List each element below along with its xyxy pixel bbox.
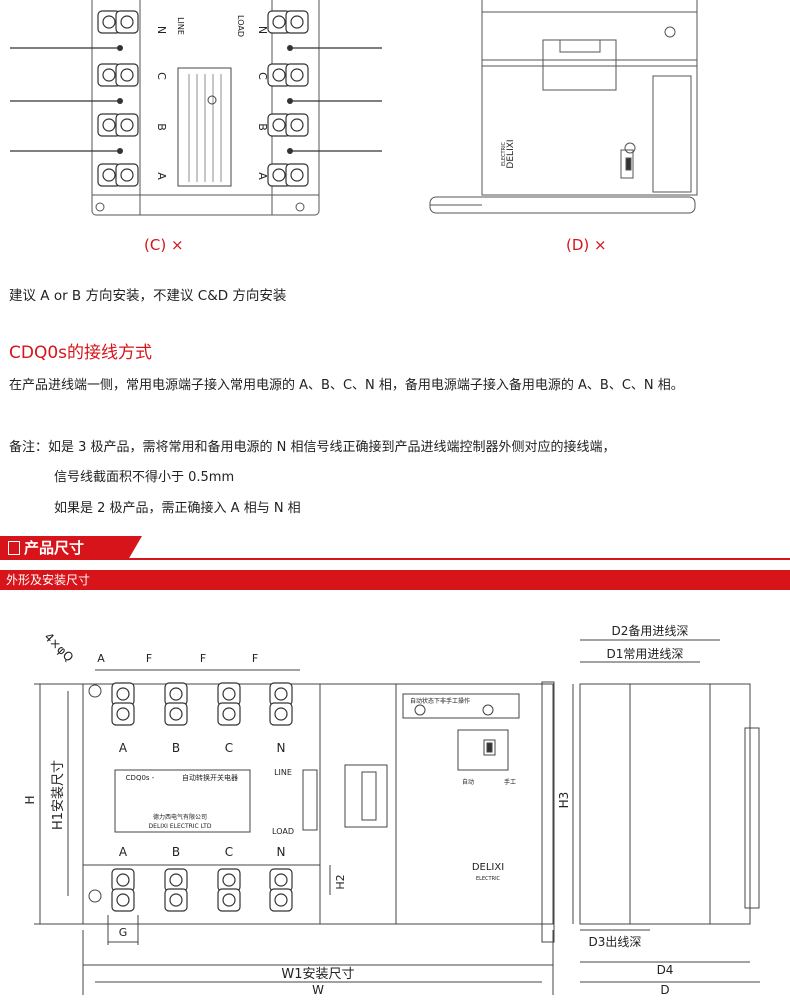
front-phase-n-bottom: N: [277, 845, 286, 859]
c-right-terminal-b-2-bolt: [290, 118, 304, 132]
front-manual: 手工: [504, 778, 516, 786]
drawing-c-label: [177, 67, 232, 187]
wiring-title: CDQ0s的接线方式: [9, 343, 153, 363]
c-right-terminal-b-0-bolt: [290, 15, 304, 29]
c-left-terminal-b-2-bolt: [120, 118, 134, 132]
c-phase-a-right: A: [256, 172, 269, 180]
front-line: LINE: [274, 768, 292, 777]
c-phase-a-left: A: [155, 172, 168, 180]
caption-c: (C) ×: [144, 236, 184, 254]
front-maker-en: DELIXI ELECTRIC LTD: [149, 823, 212, 830]
front-label-title: 自动转换开关电器: [182, 773, 238, 782]
dim-d: D: [660, 983, 669, 997]
install-advice: 建议 A or B 方向安装，不建议 C&D 方向安装: [9, 288, 287, 304]
front-maker: 德力西电气有限公司: [153, 813, 207, 821]
front-model: CDQ0s -: [126, 774, 155, 782]
section-tab: 产品尺寸: [0, 536, 142, 560]
dim-w: W: [312, 983, 324, 997]
c-left-terminal-3-bolt: [102, 168, 116, 182]
d-brand: DELIXI: [506, 139, 516, 168]
front-bottom-terminal-b-2-bolt: [222, 893, 236, 907]
front-phase-b-bottom: B: [172, 845, 180, 859]
dim-a: A: [97, 652, 105, 665]
c-left-terminal-b-1-bolt: [120, 68, 134, 82]
c-right-terminal-b-3-bolt: [290, 168, 304, 182]
dim-h: H: [23, 795, 37, 804]
front-phase-b-top: B: [172, 741, 180, 755]
c-right-terminal-2-bolt: [272, 118, 286, 132]
dim-d4: D4: [657, 963, 674, 977]
front-brand: DELIXI: [472, 862, 504, 873]
front-phase-c-bottom: C: [225, 845, 233, 859]
front-bottom-terminal-0-bolt: [116, 873, 130, 887]
front-phase-a-bottom: A: [119, 845, 128, 859]
front-phase-a-top: A: [119, 741, 128, 755]
front-phase-c-top: C: [225, 741, 233, 755]
front-top-terminal-1-bolt: [169, 687, 183, 701]
dim-h1: H1安装尺寸: [51, 760, 66, 830]
drawing-d: DELIXI ELECTRIC: [429, 0, 698, 214]
section-tab-label: 产品尺寸: [24, 539, 85, 557]
front-auto: 自动: [462, 778, 474, 786]
front-top-terminal-b-3-bolt: [274, 707, 288, 721]
dim-d2: D2备用进线深: [612, 624, 689, 638]
d-brand-sub: ELECTRIC: [501, 141, 507, 166]
c-phase-b-left: B: [155, 123, 168, 131]
front-top-terminal-b-2-bolt: [222, 707, 236, 721]
c-phase-c-right: C: [256, 72, 269, 80]
c-load-label: LOAD: [236, 15, 245, 37]
front-top-terminal-b-1-bolt: [169, 707, 183, 721]
c-left-terminal-2-bolt: [102, 118, 116, 132]
c-phase-n-right: N: [256, 26, 269, 34]
dim-d3: D3出线深: [589, 935, 642, 949]
section-underline: [120, 558, 790, 560]
front-top-terminal-b-0-bolt: [116, 707, 130, 721]
c-left-terminal-0-bolt: [102, 15, 116, 29]
c-phase-c-left: C: [155, 72, 168, 80]
dim-h3: H3: [557, 792, 571, 809]
front-bottom-terminal-1-bolt: [169, 873, 183, 887]
dim-f3: F: [252, 652, 258, 665]
front-auto-note: 自动状态下非手工操作: [410, 697, 470, 705]
dim-d1: D1常用进线深: [607, 647, 684, 661]
front-bottom-terminal-2-bolt: [222, 873, 236, 887]
dim-f1: F: [146, 652, 152, 665]
c-phase-n-left: N: [155, 26, 168, 34]
front-bottom-terminal-b-1-bolt: [169, 893, 183, 907]
wiring-note-2: 信号线截面积不得小于 0.5mm: [54, 470, 235, 485]
front-top-terminal-3-bolt: [274, 687, 288, 701]
dim-h2: H2: [334, 874, 347, 889]
section-bar-label: 外形及安装尺寸: [6, 573, 91, 587]
wiring-note-1: 备注：如是 3 极产品，需将常用和备用电源的 N 相信号线正确接到产品进线端控制…: [9, 440, 616, 455]
dim-holes: 4×φQ: [41, 630, 76, 665]
front-brand-sub: ELECTRIC: [476, 876, 501, 882]
front-bottom-terminal-3-bolt: [274, 873, 288, 887]
front-phase-n-top: N: [277, 741, 286, 755]
dim-f2: F: [200, 652, 206, 665]
c-right-terminal-3-bolt: [272, 168, 286, 182]
front-load: LOAD: [272, 827, 294, 836]
front-bottom-terminal-b-0-bolt: [116, 893, 130, 907]
c-left-terminal-b-0-bolt: [120, 15, 134, 29]
dim-g: G: [119, 926, 128, 939]
document-icon: [8, 541, 20, 555]
c-left-terminal-1-bolt: [102, 68, 116, 82]
section-bar: 外形及安装尺寸: [0, 570, 790, 590]
c-right-terminal-0-bolt: [272, 15, 286, 29]
dimension-drawing: A B C N A B C N LINE LOAD CDQ0s - 自动转换开关…: [23, 624, 760, 997]
front-top-terminal-0-bolt: [116, 687, 130, 701]
c-right-terminal-1-bolt: [272, 68, 286, 82]
drawing-c: N C B A N C B A LINE LOAD: [10, 0, 382, 216]
caption-d: (D) ×: [566, 236, 607, 254]
front-bottom-terminal-b-3-bolt: [274, 893, 288, 907]
c-phase-b-right: B: [256, 123, 269, 131]
c-line-label: LINE: [176, 17, 185, 35]
c-left-terminal-b-3-bolt: [120, 168, 134, 182]
c-right-terminal-b-1-bolt: [290, 68, 304, 82]
front-top-terminal-2-bolt: [222, 687, 236, 701]
dim-w1: W1安装尺寸: [281, 967, 354, 982]
wiring-body: 在产品进线端一侧，常用电源端子接入常用电源的 A、B、C、N 相，备用电源端子接…: [9, 378, 684, 393]
wiring-note-3: 如果是 2 极产品，需正确接入 A 相与 N 相: [54, 501, 301, 516]
